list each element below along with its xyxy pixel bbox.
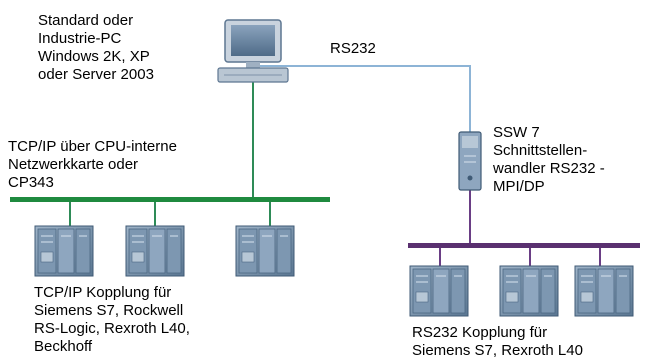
pc-label: Standard oder Industrie-PC Windows 2K, X… <box>38 12 154 83</box>
serial-bus <box>408 243 640 248</box>
plc-module-icon <box>574 265 634 317</box>
rs232-cable <box>253 65 471 132</box>
rs232-coupling-label: RS232 Kopplung für Siemens S7, Rexroth L… <box>412 324 583 359</box>
converter-label: SSW 7 Schnittstellen- wandler RS232 - MP… <box>493 124 605 195</box>
plc-module-icon <box>235 225 295 277</box>
plc-module-icon <box>125 225 185 277</box>
tcpip-coupling-label: TCP/IP Kopplung für Siemens S7, Rockwell… <box>34 284 190 355</box>
plc-module-icon <box>409 265 469 317</box>
rs232-cable-label: RS232 <box>330 40 376 57</box>
plc-module-icon <box>499 265 559 317</box>
interface-converter-icon <box>458 131 482 191</box>
plc-module-icon <box>34 225 94 277</box>
desktop-computer-icon <box>217 19 289 83</box>
tcpip-network-label: TCP/IP über CPU-interne Netzwerkkarte od… <box>8 138 177 191</box>
ethernet-bus <box>10 197 330 202</box>
